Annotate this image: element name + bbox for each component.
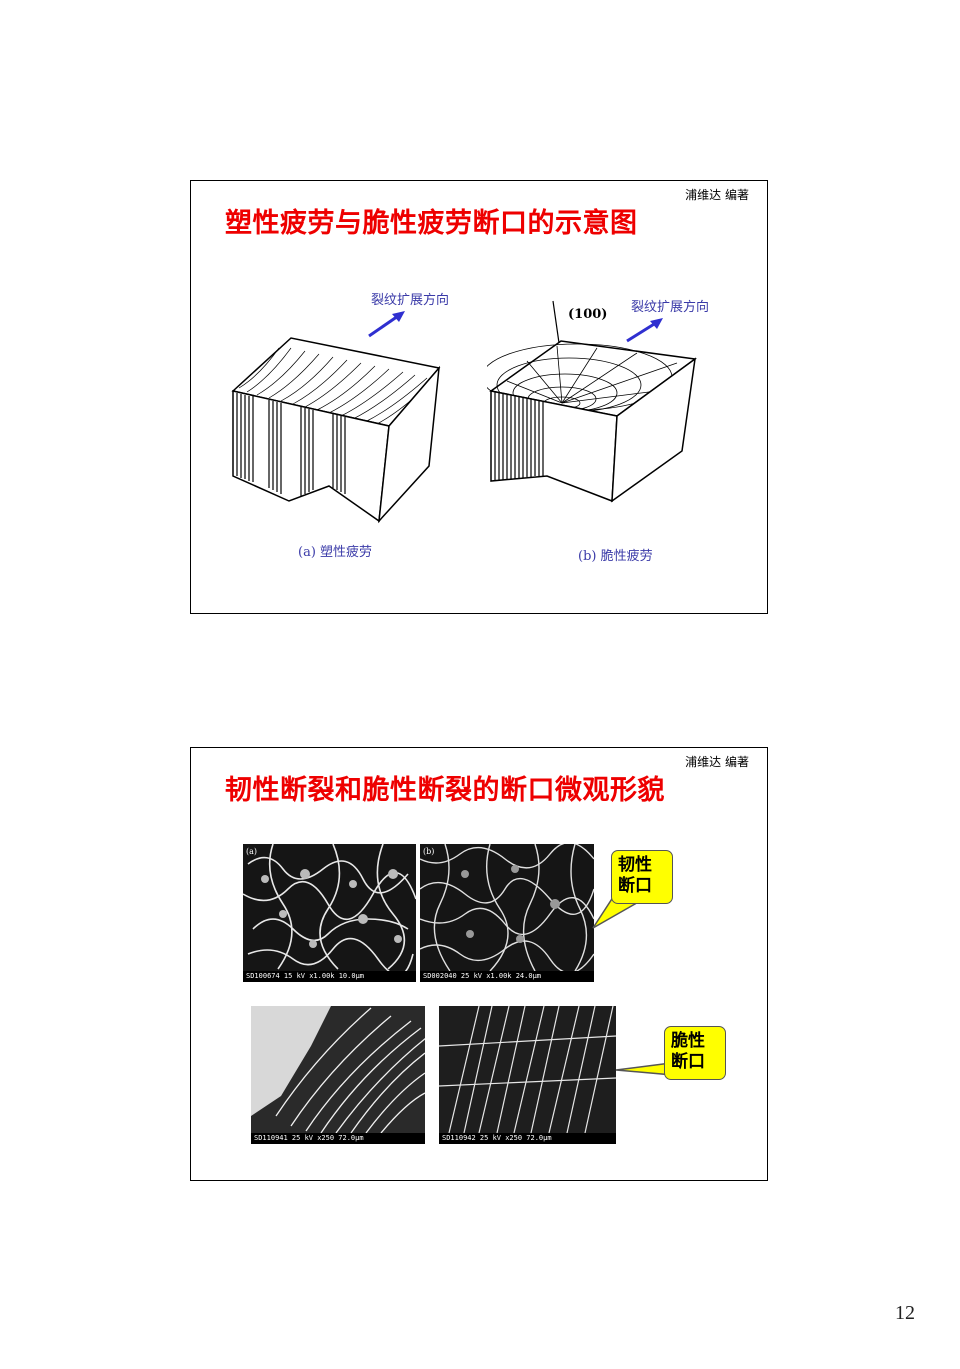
author-credit: 浦维达 编著 xyxy=(685,188,749,202)
plastic-fatigue-diagram xyxy=(231,311,441,524)
sem-scale-caption: SD110942 25 kV x250 72.0μm xyxy=(439,1133,616,1144)
sem-photo-ductile-a: (a) SD100674 15 kV x1.00k 10.0μm xyxy=(243,844,416,982)
page-number: 12 xyxy=(895,1302,915,1324)
sem-scale-caption: SD110941 25 kV x250 72.0μm xyxy=(251,1133,425,1144)
slide-plastic-brittle-fatigue: 浦维达 编著 塑性疲劳与脆性疲劳断口的示意图 xyxy=(190,180,768,614)
author-credit: 浦维达 编著 xyxy=(685,755,749,769)
callout-brittle-fracture: 脆性 断口 xyxy=(664,1026,726,1080)
slide-title: 塑性疲劳与脆性疲劳断口的示意图 xyxy=(225,208,638,239)
figure-caption-b: (b) 脆性疲劳 xyxy=(578,549,653,564)
brittle-fatigue-diagram xyxy=(487,300,697,503)
sem-photo-ductile-b: (b) SD002040 25 kV x1.00k 24.0μm xyxy=(420,844,594,982)
callout-line1: 脆性 xyxy=(671,1031,705,1051)
callout-ductile-fracture: 韧性 断口 xyxy=(611,850,673,904)
plane-index-label: (100) xyxy=(568,307,608,322)
sem-scale-caption: SD002040 25 kV x1.00k 24.0μm xyxy=(420,971,594,982)
slide-ductile-brittle-fracture: 浦维达 编著 韧性断裂和脆性断裂的断口微观形貌 (a) SD100674 15 … xyxy=(190,747,768,1181)
figure-caption-a: (a) 塑性疲劳 xyxy=(298,545,373,560)
photo-tag: (a) xyxy=(246,847,258,856)
callout-pointers xyxy=(592,886,674,1076)
callout-line1: 韧性 xyxy=(618,855,652,875)
crack-direction-label-a: 裂纹扩展方向 xyxy=(371,293,450,308)
sem-scale-caption: SD100674 15 kV x1.00k 10.0μm xyxy=(243,971,416,982)
callout-line2: 断口 xyxy=(618,876,652,896)
sem-photo-brittle-1: SD110941 25 kV x250 72.0μm xyxy=(251,1006,425,1144)
crack-direction-label-b: 裂纹扩展方向 xyxy=(631,300,710,315)
sem-photo-brittle-2: SD110942 25 kV x250 72.0μm xyxy=(439,1006,616,1144)
photo-tag: (b) xyxy=(423,847,435,856)
callout-line2: 断口 xyxy=(671,1052,705,1072)
slide-title: 韧性断裂和脆性断裂的断口微观形貌 xyxy=(225,775,665,806)
